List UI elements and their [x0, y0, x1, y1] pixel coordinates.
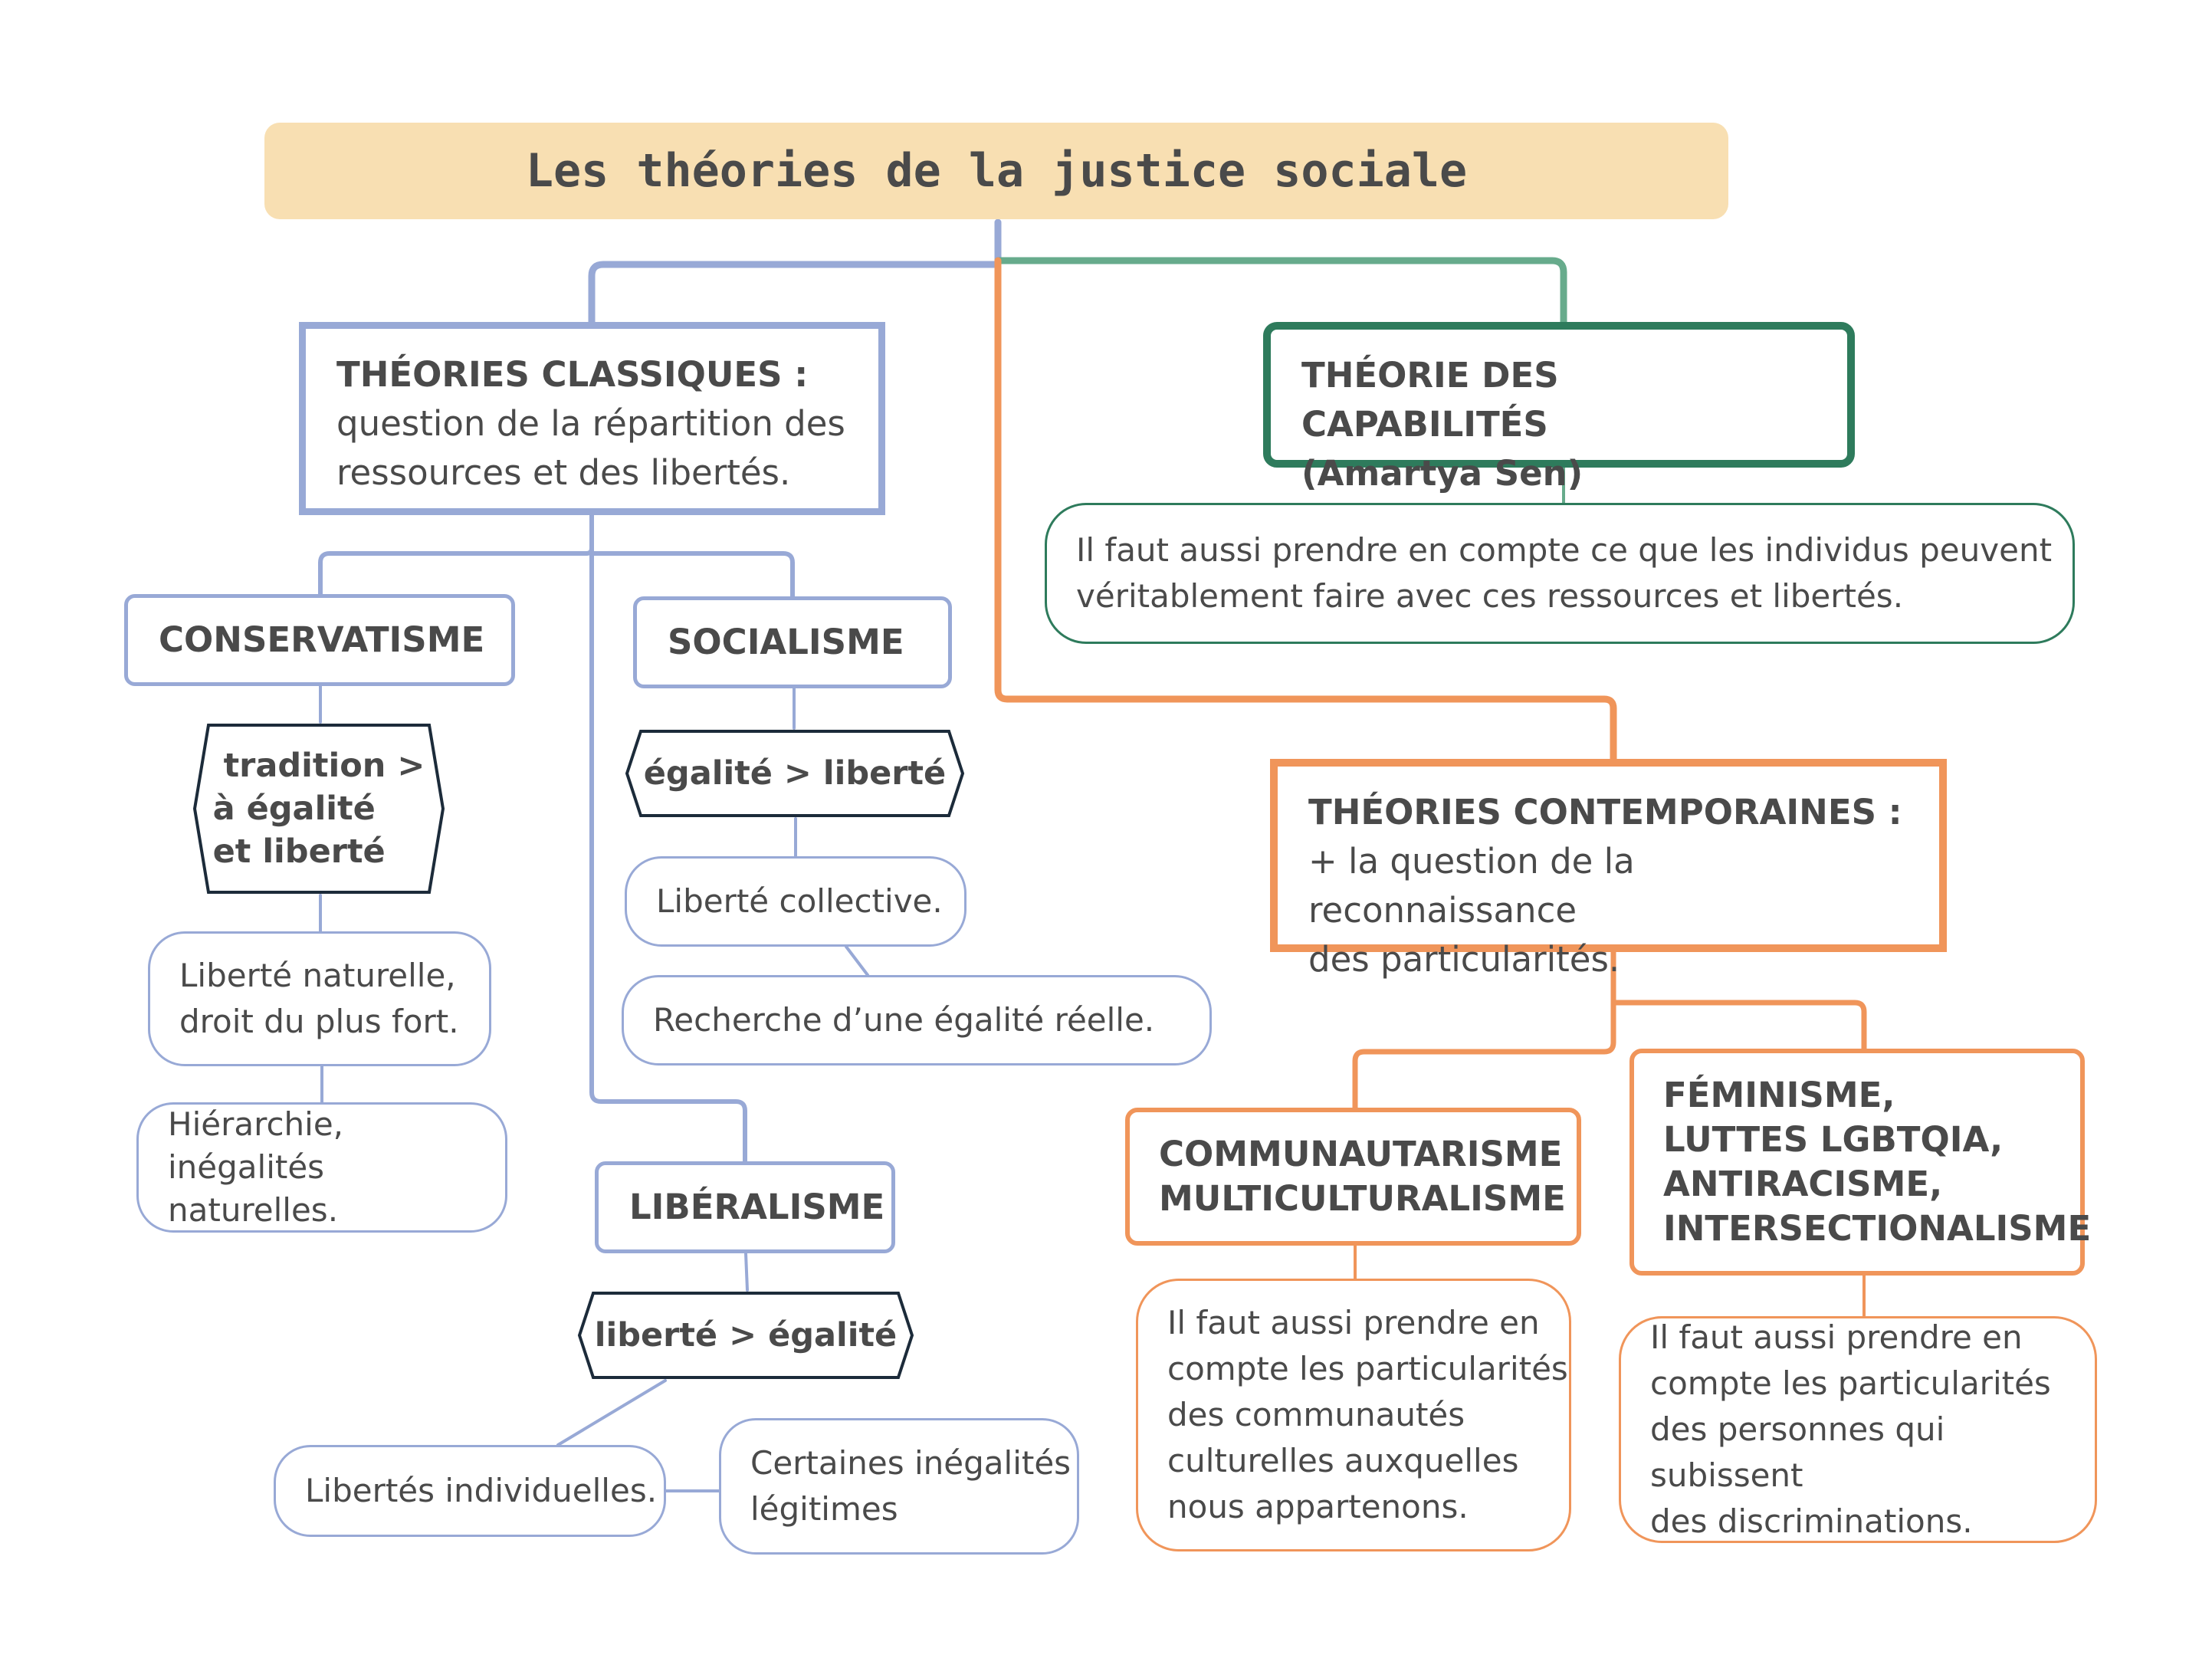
capabilities-author: (Amartya Sen)	[1301, 453, 1584, 494]
communitarianism-box: COMMUNAUTARISME MULTICULTURALISME	[1125, 1108, 1581, 1246]
communitarianism-note-line: compte les particularités	[1167, 1350, 1568, 1387]
communitarianism-note-line: nous appartenons.	[1167, 1488, 1469, 1525]
link-contemporary-fem	[1610, 1000, 1867, 1052]
liberalism-note-line: Certaines inégalités	[750, 1444, 1072, 1482]
feminism-note-line: compte les particularités	[1650, 1364, 2051, 1402]
conservatism-box: CONSERVATISME	[124, 594, 515, 686]
feminism-note-line: des personnes qui subissent	[1650, 1410, 1945, 1494]
communitarianism-label-line: MULTICULTURALISME	[1159, 1178, 1566, 1219]
conservatism-principle-line: à égalité	[212, 790, 376, 828]
link-title-capabilities	[994, 257, 1567, 326]
feminism-note: Il faut aussi prendre en compte les part…	[1619, 1316, 2097, 1543]
link-title-classic	[588, 218, 1002, 326]
feminism-note-line: Il faut aussi prendre en	[1650, 1318, 2023, 1356]
link-title-contemporary	[994, 257, 1617, 763]
feminism-label-line: ANTIRACISME,	[1663, 1164, 1943, 1204]
conservatism-note-line: droit du plus fort.	[179, 1003, 459, 1040]
conservatism-principle-line: tradition >	[223, 747, 425, 785]
capabilities-note-line: véritablement faire avec ces ressources …	[1076, 577, 1904, 615]
feminism-label-line: FÉMINISME,	[1663, 1075, 1895, 1115]
feminism-label-line: LUTTES LGBTQIA,	[1663, 1119, 2004, 1160]
hexagon-shape	[577, 1292, 914, 1379]
link-classic-soc	[589, 551, 795, 599]
communitarianism-label-line: COMMUNAUTARISME	[1159, 1134, 1563, 1174]
link-coll-rech	[845, 945, 869, 977]
conservatism-note-line: Hiérarchie, inégalités	[168, 1105, 344, 1186]
communitarianism-note-line: des communautés	[1167, 1396, 1465, 1433]
feminism-box: FÉMINISME, LUTTES LGBTQIA, ANTIRACISME, …	[1629, 1049, 2091, 1276]
classic-theories-line: question de la répartition des	[336, 403, 845, 444]
classic-theories-box: THÉORIES CLASSIQUES : question de la rép…	[299, 322, 885, 515]
hexagon-shape	[625, 730, 965, 817]
liberalism-note: Certaines inégalités légitimes	[719, 1418, 1079, 1555]
link-hex-indiv	[556, 1379, 667, 1446]
diagram-title: Les théories de la justice sociale	[264, 123, 1728, 219]
liberalism-note-line: légitimes	[750, 1490, 898, 1528]
communitarianism-note-line: culturelles auxquelles	[1167, 1442, 1519, 1479]
contemporary-theories-heading: THÉORIES CONTEMPORAINES :	[1308, 792, 1902, 832]
link-classic-lib	[589, 513, 747, 1164]
capabilities-note-line: Il faut aussi prendre en compte ce que l…	[1076, 531, 2053, 569]
classic-theories-heading: THÉORIES CLASSIQUES :	[336, 354, 809, 395]
contemporary-theories-line: des particularités.	[1308, 939, 1620, 980]
conservatism-principle: tradition > à égalité et liberté	[192, 722, 446, 895]
capabilities-heading: THÉORIE DES CAPABILITÉS	[1301, 355, 1559, 445]
link-contemporary-comm	[1352, 949, 1616, 1111]
liberalism-note: Libertés individuelles.	[274, 1445, 666, 1537]
socialism-box: SOCIALISME	[633, 596, 952, 688]
liberalism-principle-text: liberté > égalité	[594, 1316, 898, 1354]
communitarianism-note: Il faut aussi prendre en compte les part…	[1136, 1279, 1571, 1551]
socialism-principle: égalité > liberté	[624, 728, 966, 819]
contemporary-theories-box: THÉORIES CONTEMPORAINES : + la question …	[1270, 759, 1947, 980]
hexagon-shape	[192, 724, 445, 894]
capabilities-note: Il faut aussi prendre en compte ce que l…	[1045, 503, 2075, 644]
conservatism-principle-line: et liberté	[212, 832, 386, 871]
communitarianism-note-line: Il faut aussi prendre en	[1167, 1304, 1540, 1341]
liberalism-principle: liberté > égalité	[576, 1290, 915, 1381]
liberalism-box: LIBÉRALISME	[595, 1161, 895, 1253]
socialism-note: Liberté collective.	[625, 856, 967, 947]
link-lib-hex	[744, 1252, 749, 1292]
conservatism-note-line: Liberté naturelle,	[179, 957, 456, 994]
conservatism-note: Hiérarchie, inégalités naturelles.	[136, 1102, 507, 1233]
socialism-note: Recherche d’une égalité réelle.	[622, 975, 1212, 1065]
classic-theories-line: ressources et des libertés.	[336, 452, 791, 493]
conservatism-note: Liberté naturelle, droit du plus fort.	[148, 931, 491, 1066]
capabilities-box: THÉORIE DES CAPABILITÉS (Amartya Sen)	[1263, 322, 1855, 494]
contemporary-theories-line: + la question de la reconnaissance	[1308, 841, 1635, 931]
feminism-note-line: des discriminations.	[1650, 1502, 1973, 1540]
link-classic-cons	[318, 513, 594, 596]
conservatism-note-line: naturelles.	[168, 1191, 339, 1229]
socialism-principle-text: égalité > liberté	[643, 754, 947, 793]
feminism-label-line: INTERSECTIONALISME	[1663, 1208, 2092, 1249]
